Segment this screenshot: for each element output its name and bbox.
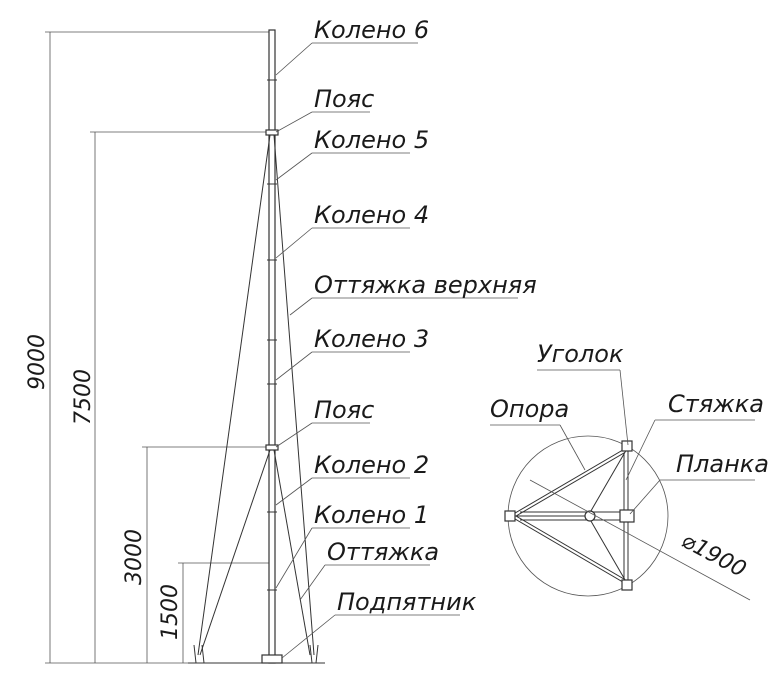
label-koleno-5: Колено 5 <box>314 126 429 154</box>
label-planka: Планка <box>676 450 769 478</box>
label-poyas-mid: Пояс <box>314 396 374 424</box>
plan-view <box>504 435 669 597</box>
label-koleno-3: Колено 3 <box>314 325 429 353</box>
dimension-3000: 3000 <box>122 529 147 585</box>
guy-wires <box>188 134 325 664</box>
dimension-lines <box>45 31 320 664</box>
label-poyas-top: Пояс <box>314 85 374 113</box>
label-koleno-1: Колено 1 <box>314 501 429 529</box>
label-koleno-4: Колено 4 <box>314 201 429 229</box>
label-koleno-6: Колено 6 <box>314 16 429 44</box>
label-ottyazhka-verkhnyaya: Оттяжка верхняя <box>314 271 537 299</box>
plan-leader-lines <box>490 369 755 601</box>
leader-lines <box>275 42 518 659</box>
label-podpyatnik: Подпятник <box>337 588 477 616</box>
label-styazhka: Стяжка <box>668 390 764 418</box>
dimension-9000: 9000 <box>25 334 50 390</box>
dimension-7500: 7500 <box>71 369 96 425</box>
label-ottyazhka: Оттяжка <box>327 538 439 566</box>
label-opora: Опора <box>490 395 569 423</box>
label-ugolok: Уголок <box>537 340 624 368</box>
label-diameter: ⌀1900 <box>677 528 750 583</box>
dimension-1500: 1500 <box>158 584 183 640</box>
label-koleno-2: Колено 2 <box>314 451 429 479</box>
mast <box>261 29 283 664</box>
